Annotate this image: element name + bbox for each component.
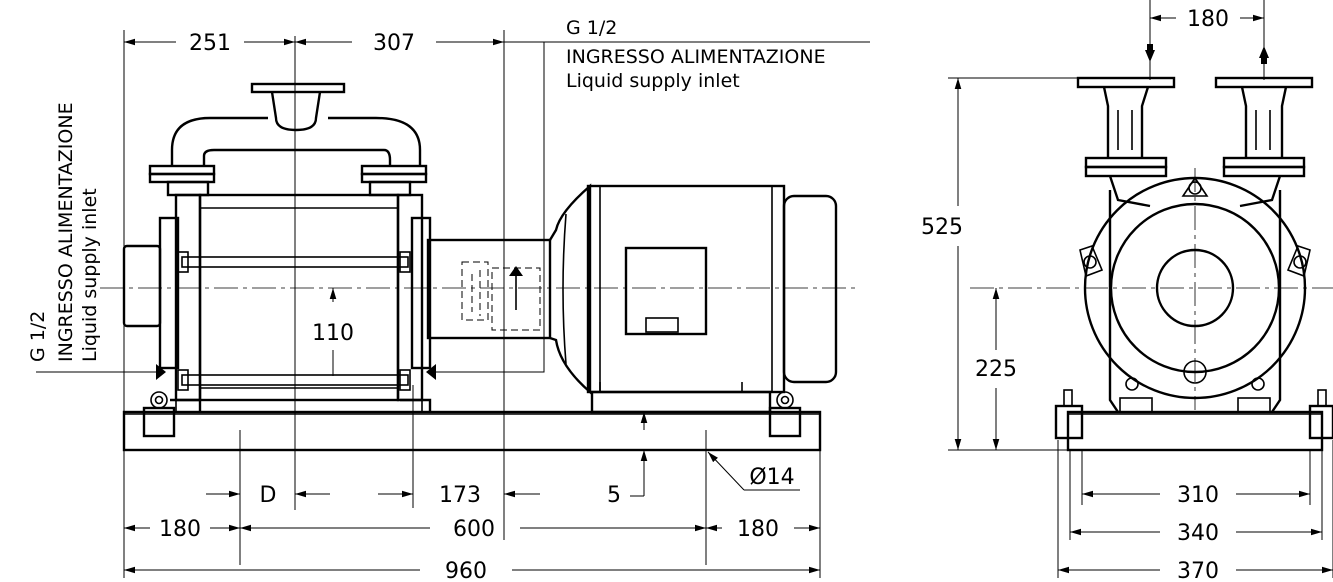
side-view-dimension-lines [124, 38, 820, 574]
coupling-guard [426, 238, 552, 340]
dim-310: 310 [1177, 483, 1219, 508]
right-connection-thread: G 1/2 [566, 17, 617, 39]
dim-180-top: 180 [1187, 7, 1229, 32]
dim-525: 525 [921, 215, 963, 240]
side-view-centerlines [100, 36, 856, 510]
dim-370: 370 [1177, 559, 1219, 582]
dim-left-180: 180 [159, 517, 201, 542]
dim-340: 340 [1177, 521, 1219, 546]
pump-pipework [148, 82, 428, 197]
dim-d: D [260, 483, 277, 508]
dim-right-180: 180 [737, 517, 779, 542]
left-connection-label: G 1/2 [27, 311, 49, 362]
baseplate [122, 410, 822, 452]
left-connection-label-it-group: INGRESSO ALIMENTAZIONE [55, 102, 77, 362]
motor [548, 183, 838, 414]
dim-173: 173 [439, 483, 481, 508]
left-connection-label-en-group: Liquid supply inlet [79, 188, 101, 362]
liquid-supply-leaders [36, 41, 870, 380]
end-view-flanges [1076, 76, 1314, 208]
dim-225: 225 [975, 357, 1017, 382]
side-view-extension-lines [123, 30, 821, 578]
dim-hole-diameter: Ø14 [749, 465, 794, 490]
dim-307: 307 [373, 31, 415, 56]
dim-5: 5 [607, 483, 621, 508]
left-connection-label-en: Liquid supply inlet [79, 188, 101, 362]
end-baseplate [1066, 410, 1324, 452]
dim-251: 251 [189, 31, 231, 56]
left-connection-label-it: INGRESSO ALIMENTAZIONE [55, 102, 77, 362]
right-connection-label-it: INGRESSO ALIMENTAZIONE [566, 46, 826, 68]
dim-110: 110 [312, 321, 354, 346]
end-view: 180 525 225 310 340 370 [921, 0, 1333, 582]
side-view: 251 307 110 D 173 5 Ø14 180 600 180 960 … [27, 17, 870, 582]
left-connection-thread: G 1/2 [27, 311, 49, 362]
dim-960: 960 [445, 559, 487, 582]
dim-600: 600 [453, 517, 495, 542]
right-connection-label-en: Liquid supply inlet [566, 70, 740, 92]
